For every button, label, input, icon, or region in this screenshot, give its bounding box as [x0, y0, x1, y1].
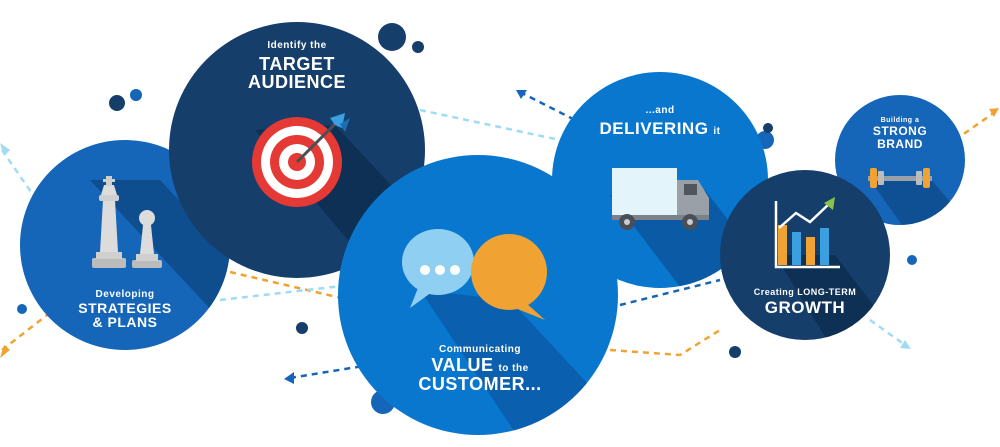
strategies-line3: & PLANS — [92, 314, 158, 331]
chess-icon — [92, 176, 162, 268]
brand-line2: STRONG — [872, 124, 928, 139]
brand-line3: BRAND — [877, 136, 923, 151]
target-label: Identify the TARGET AUDIENCE — [222, 40, 372, 93]
dashed-line — [419, 108, 561, 142]
target-icon — [252, 113, 350, 207]
dashed-line — [219, 283, 351, 302]
speech-bubbles-icon — [402, 229, 547, 320]
arrow-head-icon — [0, 345, 10, 358]
dashed-line — [609, 328, 721, 357]
delivering-line2b: it — [713, 125, 721, 137]
dashed-line — [229, 270, 351, 302]
dashed-arrow-line — [1, 304, 61, 351]
target-line3: AUDIENCE — [247, 72, 346, 93]
target-line2: TARGET — [259, 53, 335, 74]
value-line2a: VALUE — [431, 354, 494, 375]
delivering-label: ...and DELIVERING it — [585, 105, 735, 138]
growth-label: Creating LONG-TERM GROWTH — [730, 287, 880, 318]
brand-circle — [835, 95, 965, 225]
delivering-line2a: DELIVERING — [599, 118, 709, 138]
growth-line1: Creating LONG-TERM — [753, 287, 857, 297]
bar-chart-icon — [774, 197, 840, 269]
arrow-head-icon — [0, 143, 10, 156]
dashed-arrow-line — [954, 110, 996, 142]
dashed-arrow-line — [519, 90, 576, 122]
value-line3: CUSTOMER... — [418, 374, 542, 395]
strategies-line2: STRATEGIES — [78, 299, 172, 316]
arrow-head-icon — [516, 90, 527, 99]
brand-label: Building a STRONG BRAND — [850, 117, 950, 151]
arrow-head-icon — [284, 372, 294, 384]
strategies-line1: Developing — [95, 289, 155, 300]
value-line1: Communicating — [438, 344, 522, 355]
arrow-heads — [0, 90, 999, 384]
truck-icon — [612, 168, 709, 230]
dumbbell-icon — [868, 168, 932, 188]
growth-line2: GROWTH — [764, 298, 846, 318]
strategies-label: Developing STRATEGIES & PLANS — [45, 289, 205, 331]
value-label: Communicating VALUE to the CUSTOMER... — [385, 344, 575, 395]
arrow-head-icon — [900, 340, 911, 349]
dashed-arrow-line — [869, 318, 906, 347]
target-line1: Identify the — [267, 40, 327, 51]
value-line2b: to the — [498, 362, 529, 374]
arrow-head-icon — [989, 108, 999, 117]
delivering-line1: ...and — [645, 105, 675, 116]
brand-line1: Building a — [880, 117, 920, 124]
